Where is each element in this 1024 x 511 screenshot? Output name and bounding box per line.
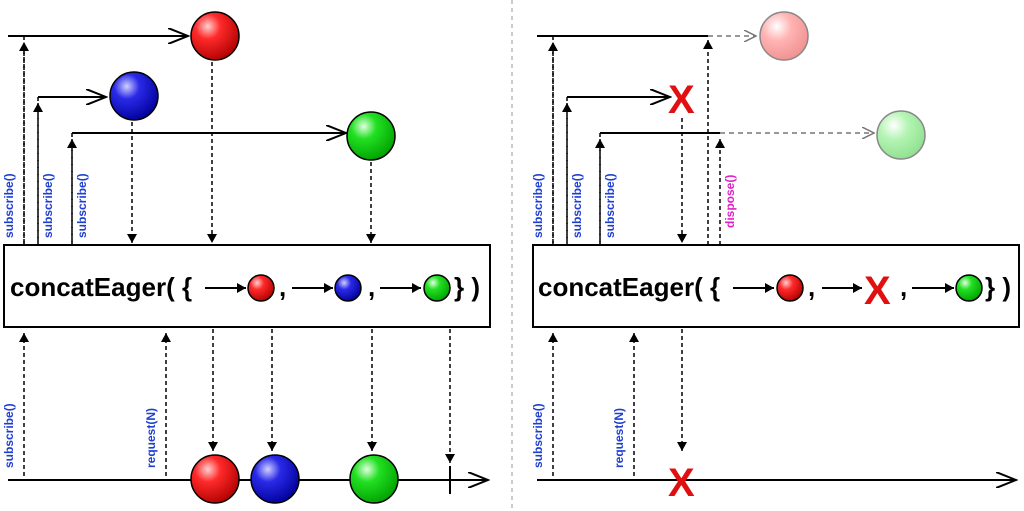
marble-blue [109,71,159,121]
faded-marble-green [876,110,926,160]
left-panel: subscribe() subscribe() subscribe() conc… [2,11,491,504]
operator-close: } ) [985,272,1011,302]
downstream-request-label: request(N) [612,408,626,468]
operator-separator-1: , [279,272,286,302]
op-mini-marble-red [247,274,275,302]
output-error-icon: X [668,461,695,505]
upstream-subscribe-label-2: subscribe() [570,173,584,238]
upstream-subscribe-label-3: subscribe() [603,173,617,238]
operator-box [532,244,1020,328]
op-mini-error-icon: X [864,269,891,313]
operator-close: } ) [454,272,480,302]
right-panel: subscribe() subscribe() subscribe() disp… [531,11,1020,505]
operator-box [3,244,491,328]
marble-green [346,111,396,161]
operator-open-brace: { [182,272,192,302]
source-error-icon: X [668,78,695,122]
upstream-subscribe-label-1: subscribe() [531,173,545,238]
op-mini-marble-green [423,274,451,302]
upstream-subscribe-label-3: subscribe() [75,173,89,238]
op-mini-marble-blue [334,274,362,302]
operator-name: concatEager( [538,272,703,302]
upstream-subscribe-label-1: subscribe() [2,173,16,238]
output-marble-red [190,454,240,504]
downstream-subscribe-label: subscribe() [2,403,16,468]
output-marble-green [349,454,399,504]
operator-name: concatEager( [10,272,175,302]
downstream-request-label: request(N) [144,408,158,468]
op-mini-marble-green [955,274,983,302]
faded-marble-red [759,11,809,61]
downstream-subscribe-label: subscribe() [531,403,545,468]
operator-open-brace: { [710,272,720,302]
dispose-label: dispose() [723,175,737,228]
output-marble-blue [250,454,300,504]
marble-red [190,11,240,61]
operator-separator-1: , [808,272,815,302]
op-mini-marble-red [776,274,804,302]
upstream-subscribe-label-2: subscribe() [41,173,55,238]
operator-separator-2: , [900,272,907,302]
operator-separator-2: , [368,272,375,302]
